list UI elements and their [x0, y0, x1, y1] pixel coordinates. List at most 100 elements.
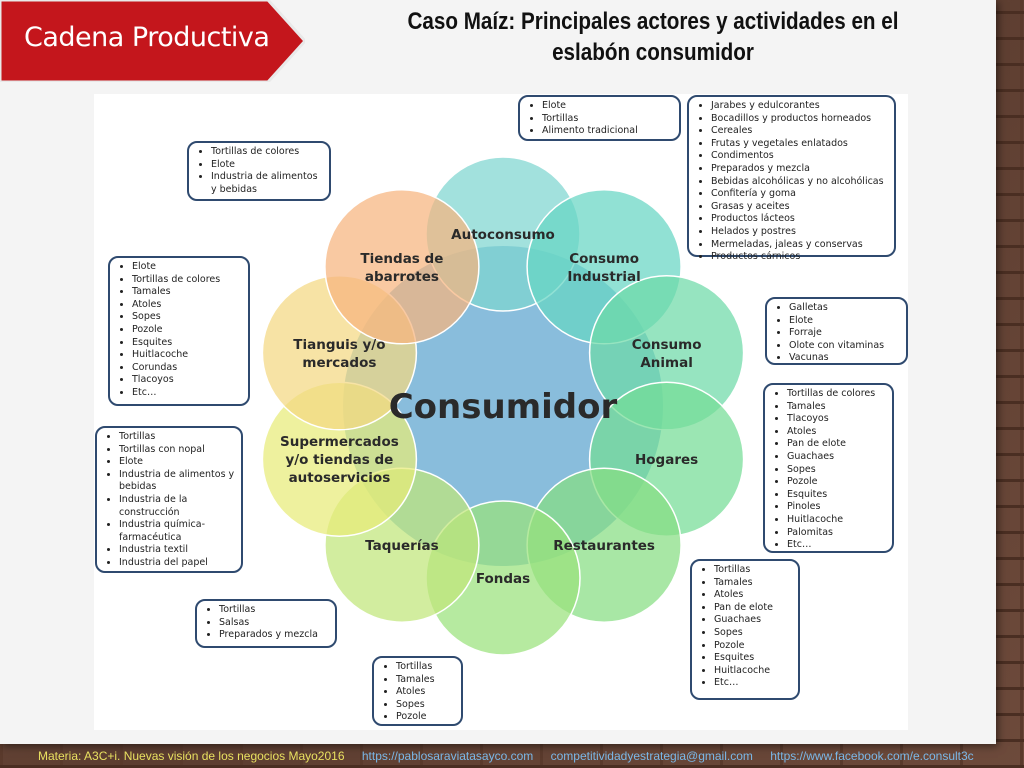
list-item: Sopes	[714, 627, 792, 640]
list-item: Elote	[132, 261, 242, 274]
list-item: Pozole	[396, 711, 455, 724]
slide-title-line-1: Caso Maíz: Principales actores y activid…	[407, 8, 899, 35]
list-item: Industria de alimentos y bebidas	[119, 469, 235, 494]
list-item: Bebidas alcohólicas y no alcohólicas	[711, 176, 888, 189]
list-item: Elote	[119, 456, 235, 469]
list-item: Guachaes	[787, 451, 886, 464]
list-item: Preparados y mezcla	[219, 629, 329, 642]
list-item: Industria textil	[119, 544, 235, 557]
list-item: Industria del papel	[119, 557, 235, 570]
footer-link-website[interactable]: https://pablosaraviatasayco.com	[361, 749, 534, 763]
list-item: Tortillas con nopal	[119, 444, 235, 457]
list-item: Etc…	[132, 387, 242, 400]
box-tiendas: Tortillas de coloresEloteIndustria de al…	[187, 141, 331, 201]
section-tag-label: Cadena Productiva	[24, 22, 270, 53]
list-item: Productos cárnicos	[711, 251, 888, 264]
list-item: Palomitas	[787, 527, 886, 540]
list-item: Helados y postres	[711, 226, 888, 239]
list-item: Elote	[542, 100, 673, 113]
list-item: Salsas	[219, 617, 329, 630]
label-restaurantes: Restaurantes	[553, 538, 655, 554]
list-item: Tamales	[396, 674, 455, 687]
label-taquerias: Taquerías	[365, 538, 438, 554]
list-item: Condimentos	[711, 150, 888, 163]
list-item: Tamales	[787, 401, 886, 414]
list-item: Confitería y goma	[711, 188, 888, 201]
list-item: Huitlacoche	[787, 514, 886, 527]
box-consumo-industrial: Jarabes y edulcorantesBocadillos y produ…	[687, 95, 896, 262]
label-autoconsumo: Autoconsumo	[451, 227, 555, 243]
list-item: Tortillas	[542, 113, 673, 126]
list-item: Alimento tradicional	[542, 125, 673, 138]
list-item: Tortillas de colores	[211, 146, 323, 159]
slide: Cadena Productiva Caso Maíz: Principales…	[0, 0, 996, 744]
list-item: Tortillas	[119, 431, 235, 444]
list-item: Tamales	[132, 286, 242, 299]
list-item: Atoles	[787, 426, 886, 439]
box-consumo-animal: GalletasEloteForrajeOlote con vitaminasV…	[765, 297, 908, 365]
list-item: Huitlacoche	[714, 665, 792, 678]
list-item: Pozole	[714, 640, 792, 653]
list-item: Sopes	[396, 699, 455, 712]
label-fondas: Fondas	[476, 571, 530, 587]
list-item: Jarabes y edulcorantes	[711, 100, 888, 113]
box-autoconsumo: EloteTortillasAlimento tradicional	[518, 95, 681, 141]
list-item: Atoles	[396, 686, 455, 699]
slide-title-line-2: eslabón consumidor	[552, 39, 754, 66]
list-item: Tortillas de colores	[787, 388, 886, 401]
list-item: Tortillas	[396, 661, 455, 674]
footer-link-facebook[interactable]: https://www.facebook.com/e.consult3c	[770, 749, 974, 763]
list-item: Grasas y aceites	[711, 201, 888, 214]
list-item: Olote con vitaminas	[789, 340, 900, 353]
list-item: Industria de la construcción	[119, 494, 235, 519]
list-item: Guachaes	[714, 614, 792, 627]
list-item: Atoles	[132, 299, 242, 312]
list-item: Sopes	[132, 311, 242, 324]
list-item: Esquites	[132, 337, 242, 350]
list-item: Tlacoyos	[787, 413, 886, 426]
box-hogares: Tortillas de coloresTamalesTlacoyosAtole…	[763, 383, 894, 553]
list-item: Etc…	[714, 677, 792, 690]
list-item: Tortillas	[219, 604, 329, 617]
label-hogares: Hogares	[635, 452, 698, 468]
section-tag	[0, 0, 305, 82]
list-item: Pan de elote	[714, 602, 792, 615]
box-tianguis: EloteTortillas de coloresTamalesAtolesSo…	[108, 256, 250, 406]
slide-title: Caso Maíz: Principales actores y activid…	[365, 6, 941, 68]
list-item: Forraje	[789, 327, 900, 340]
list-item: Pinoles	[787, 501, 886, 514]
footer-course: Materia: A3C+i. Nuevas visión de los neg…	[38, 749, 345, 763]
list-item: Mermeladas, jaleas y conservas	[711, 239, 888, 252]
box-restaurantes: TortillasTamalesAtolesPan de eloteGuacha…	[690, 559, 800, 700]
list-item: Esquites	[714, 652, 792, 665]
list-item: Sopes	[787, 464, 886, 477]
list-item: Galletas	[789, 302, 900, 315]
list-item: Industria de alimentos y bebidas	[211, 171, 323, 196]
list-item: Elote	[789, 315, 900, 328]
list-item: Corundas	[132, 362, 242, 375]
footer-link-email[interactable]: competitividadyestrategia@gmail.com	[550, 749, 753, 763]
list-item: Pozole	[787, 476, 886, 489]
list-item: Tortillas	[714, 564, 792, 577]
circle-tiendas	[324, 189, 480, 345]
list-item: Etc…	[787, 539, 886, 552]
box-fondas: TortillasTamalesAtolesSopesPozole	[372, 656, 463, 726]
list-item: Elote	[211, 159, 323, 172]
list-item: Atoles	[714, 589, 792, 602]
list-item: Esquites	[787, 489, 886, 502]
list-item: Pozole	[132, 324, 242, 337]
list-item: Productos lácteos	[711, 213, 888, 226]
list-item: Pan de elote	[787, 438, 886, 451]
list-item: Tlacoyos	[132, 374, 242, 387]
list-item: Vacunas	[789, 352, 900, 365]
list-item: Huitlacoche	[132, 349, 242, 362]
list-item: Bocadillos y productos horneados	[711, 113, 888, 126]
list-item: Preparados y mezcla	[711, 163, 888, 176]
list-item: Cereales	[711, 125, 888, 138]
